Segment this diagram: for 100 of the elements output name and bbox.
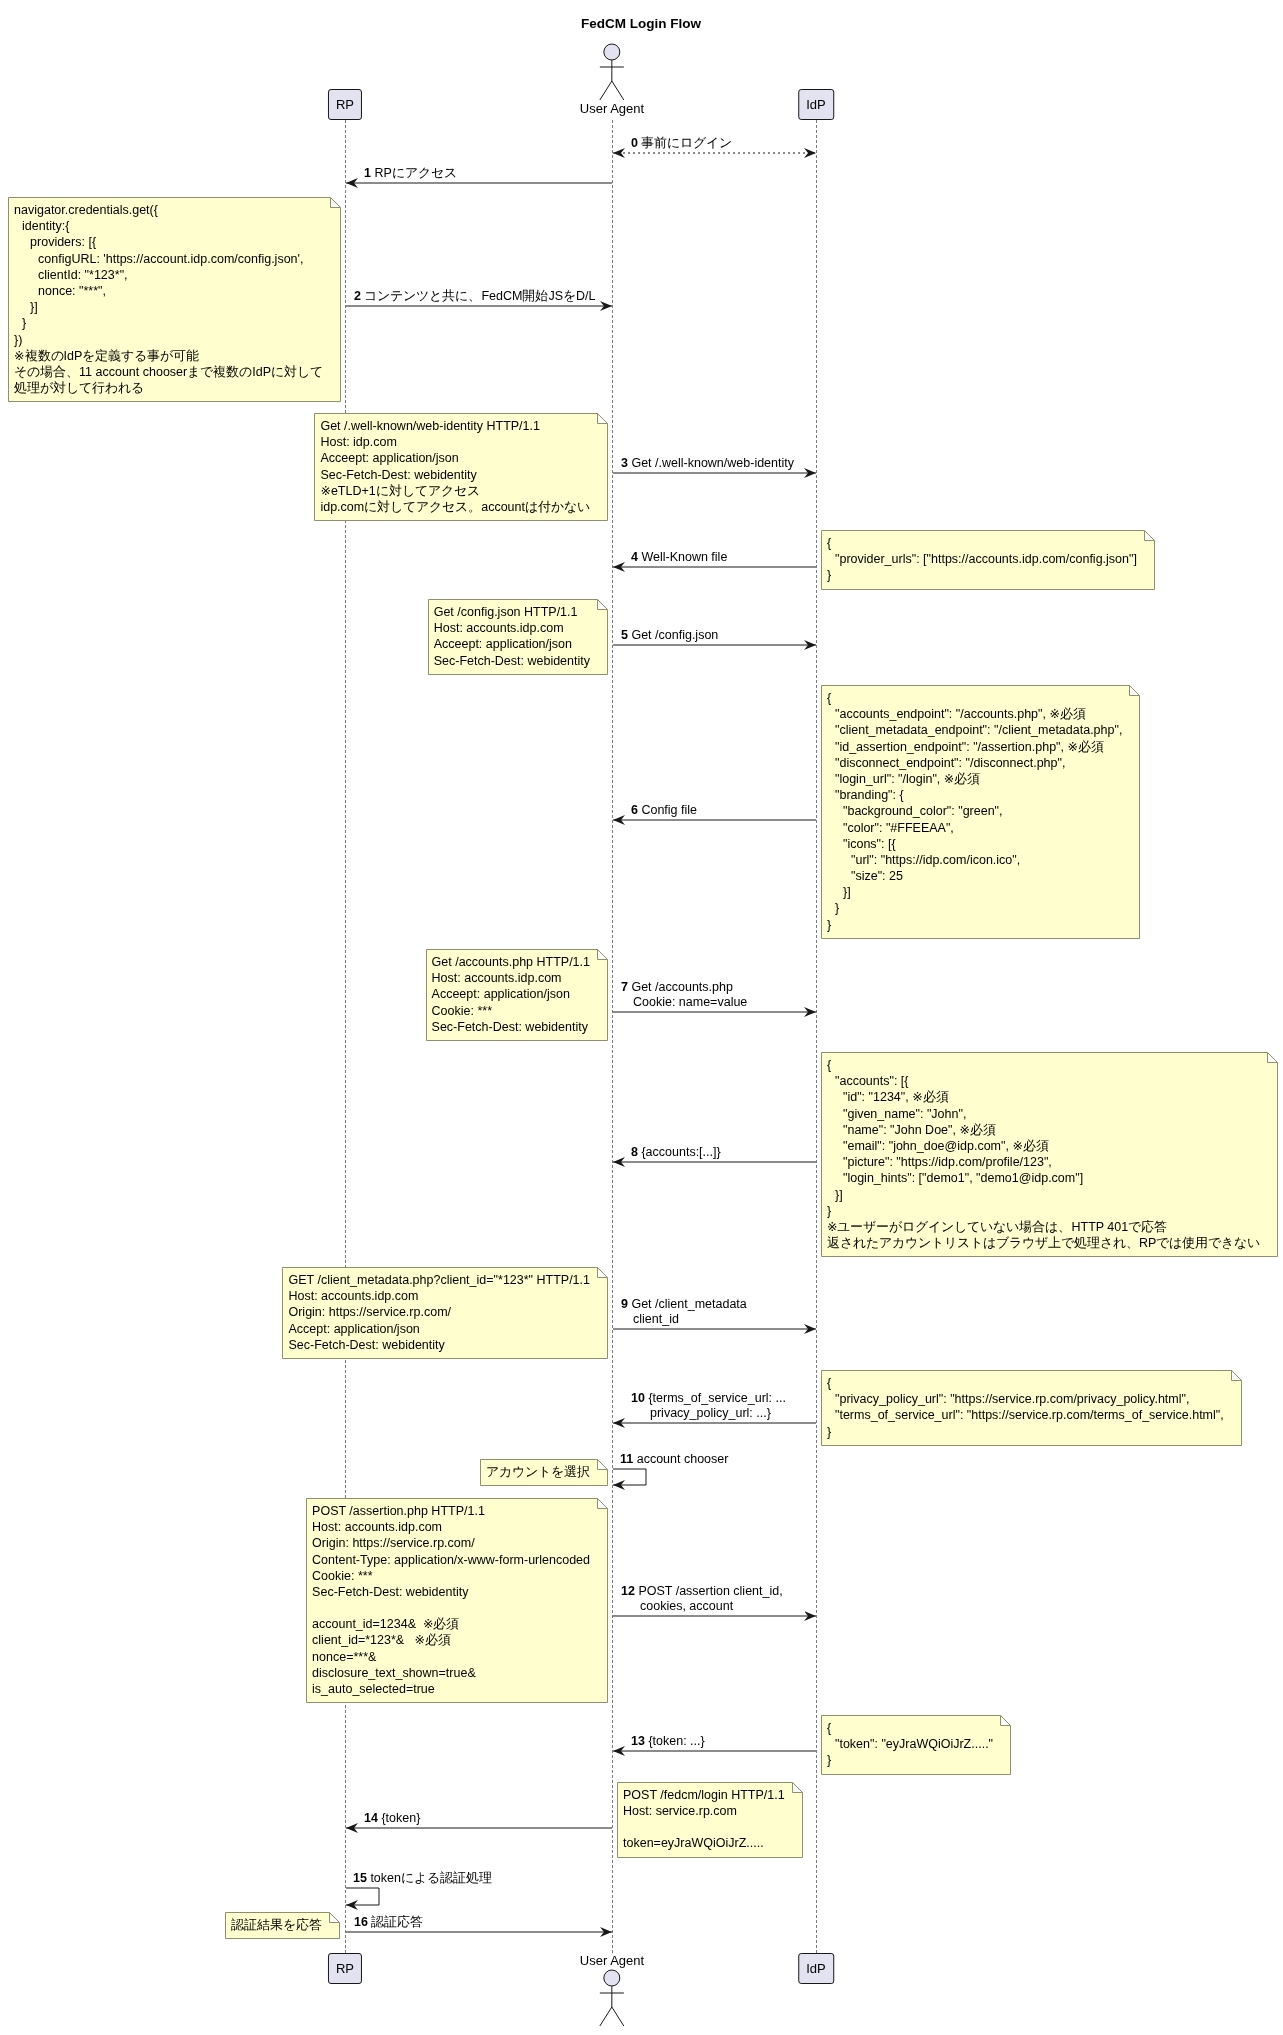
- note-line: configURL: 'https://account.idp.com/config.json',: [37, 250, 305, 267]
- note-line: Host: accounts.idp.com: [433, 620, 565, 637]
- note-line: Origin: https://service.rp.com/: [312, 1535, 476, 1552]
- note-line: token=eyJraWQiOiJrZ.....: [623, 1835, 765, 1852]
- note: [821, 1370, 1242, 1446]
- message-label: 5 Get /config.json: [621, 628, 719, 643]
- note-line: }]: [29, 299, 39, 316]
- note-line: GET /client_metadata.php?client_id="*123*" HTTP/1.1: [288, 1272, 590, 1289]
- message-label: 1 RPにアクセス: [364, 166, 457, 181]
- note-line: "client_metadata_endpoint": "/client_metadata.php",: [834, 722, 1123, 739]
- note-line: "token": "eyJraWQiOiJrZ.....": [834, 1736, 994, 1753]
- note-line: Sec-Fetch-Dest: webidentity: [433, 652, 590, 669]
- note-line: {: [827, 1375, 833, 1392]
- message-arrow: [612, 640, 817, 650]
- note-line: "background_color": "green",: [842, 803, 1004, 820]
- participant-box: RP: [327, 89, 363, 120]
- note-line: {: [827, 1057, 833, 1074]
- note-line: Acceept: application/json: [320, 450, 460, 467]
- note-line: Host: accounts.idp.com: [288, 1288, 420, 1305]
- note-line: Acceept: application/json: [431, 986, 571, 1003]
- note-line: Cookie: ***: [431, 1002, 494, 1019]
- message-label: 8 {accounts:[...]}: [631, 1145, 721, 1160]
- note-line: navigator.credentials.get({: [14, 202, 159, 219]
- message-label: 12 POST /assertion client_id, cookies, account: [621, 1584, 805, 1614]
- note-line: "disconnect_endpoint": "/disconnect.php",: [834, 754, 1067, 771]
- note-line: nonce: "***",: [37, 282, 107, 300]
- note-line: 認証結果を応答: [231, 1917, 322, 1934]
- note: [425, 949, 608, 1041]
- note-line: "name": "John Doe", ※必須: [842, 1121, 997, 1138]
- note-line: その場合、11 account chooserまで複数のIdPに対して: [14, 363, 323, 381]
- note-line: "privacy_policy_url": "https://service.rp.com/privacy_policy.html",: [834, 1391, 1191, 1408]
- note-line: Accept: application/json: [288, 1320, 421, 1337]
- message-arrow: [612, 468, 817, 478]
- actor-label: User Agent: [579, 101, 645, 117]
- note-line: ※複数のIdPを定義する事が可能: [14, 347, 201, 364]
- note: [8, 197, 341, 403]
- lifeline: [816, 120, 817, 1953]
- note-line: "email": "john_doe@idp.com", ※必須: [842, 1137, 1050, 1155]
- note-line: "branding": {: [834, 787, 905, 804]
- note-line: identity:{: [21, 218, 71, 235]
- note-line: is_auto_selected=true: [312, 1680, 436, 1698]
- note-line: }: [21, 315, 28, 332]
- message-label: 15 tokenによる認証処理: [353, 1871, 492, 1886]
- note: [225, 1912, 340, 1940]
- message-arrow: [612, 1007, 817, 1017]
- note: [427, 599, 608, 675]
- note-line: Host: service.rp.com: [623, 1803, 738, 1820]
- note-line: clientId: "*123*",: [37, 266, 129, 283]
- note-line: }]: [834, 1186, 844, 1203]
- note: [314, 413, 608, 522]
- note-line: client_id=*123*& ※必須: [312, 1632, 453, 1649]
- note-line: }): [14, 331, 24, 348]
- note-line: disclosure_text_shown=true&: [312, 1664, 477, 1681]
- note-line: Sec-Fetch-Dest: webidentity: [320, 466, 478, 483]
- message-label: 2 コンテンツと共に、FedCM開始JSをD/L: [354, 289, 596, 304]
- note-line: Origin: https://service.rp.com/: [288, 1304, 453, 1321]
- message-arrow: [612, 1611, 817, 1621]
- message-arrow: [345, 301, 613, 311]
- message-label: 6 Config file: [631, 803, 697, 818]
- message-label: 13 {token: ...}: [631, 1734, 705, 1749]
- note-line: Host: idp.com: [320, 434, 398, 451]
- message-arrow: [612, 815, 817, 825]
- message-label: 16 認証応答: [354, 1915, 424, 1930]
- note-line: account_id=1234& ※必須: [312, 1616, 461, 1633]
- note-line: Get /config.json HTTP/1.1: [433, 604, 579, 621]
- note-line: {: [827, 1720, 833, 1737]
- note-line: "id": "1234", ※必須: [842, 1089, 950, 1106]
- note-line: "icons": [{: [842, 835, 897, 852]
- note-line: "size": 25: [850, 868, 904, 885]
- note-line: アカウントを選択: [486, 1464, 590, 1481]
- note-line: "accounts_endpoint": "/accounts.php", ※必須: [834, 706, 1087, 723]
- note-line: Sec-Fetch-Dest: webidentity: [312, 1583, 470, 1601]
- participant-box: IdP: [798, 89, 834, 120]
- note-line: providers: [{: [29, 234, 98, 251]
- message-arrow: [612, 1157, 817, 1167]
- note-line: Content-Type: application/x-www-form-urlencoded: [312, 1551, 590, 1568]
- note-line: "color": "#FFEEAA",: [842, 819, 955, 836]
- note-line: }: [827, 567, 833, 584]
- message-arrow: [345, 1823, 613, 1833]
- note: [480, 1459, 608, 1487]
- note: [306, 1498, 608, 1704]
- note-line: POST /fedcm/login HTTP/1.1: [623, 1787, 785, 1804]
- note-line: POST /assertion.php HTTP/1.1: [312, 1503, 486, 1520]
- message-arrow: [345, 1887, 380, 1910]
- note-line: Get /accounts.php HTTP/1.1: [431, 954, 590, 971]
- note-line: {: [827, 535, 833, 552]
- message-arrow: [612, 1324, 817, 1334]
- note-line: "login_hints": ["demo1", "demo1@idp.com"]: [842, 1170, 1085, 1187]
- note-line: }: [827, 916, 833, 933]
- diagram-title: FedCM Login Flow: [581, 16, 701, 31]
- note-line: 処理が対して行われる: [14, 380, 146, 397]
- note-line: "id_assertion_endpoint": "/assertion.php", ※必須: [834, 738, 1105, 755]
- message-arrow: [612, 1418, 817, 1428]
- note-line: }: [827, 1423, 833, 1440]
- note: [282, 1267, 608, 1359]
- message-arrow: [612, 562, 817, 572]
- participant-box: IdP: [798, 1953, 834, 1984]
- note-line: {: [827, 690, 833, 707]
- message-arrow: [612, 1468, 647, 1490]
- message-label: 3 Get /.well-known/web-identity: [621, 456, 794, 471]
